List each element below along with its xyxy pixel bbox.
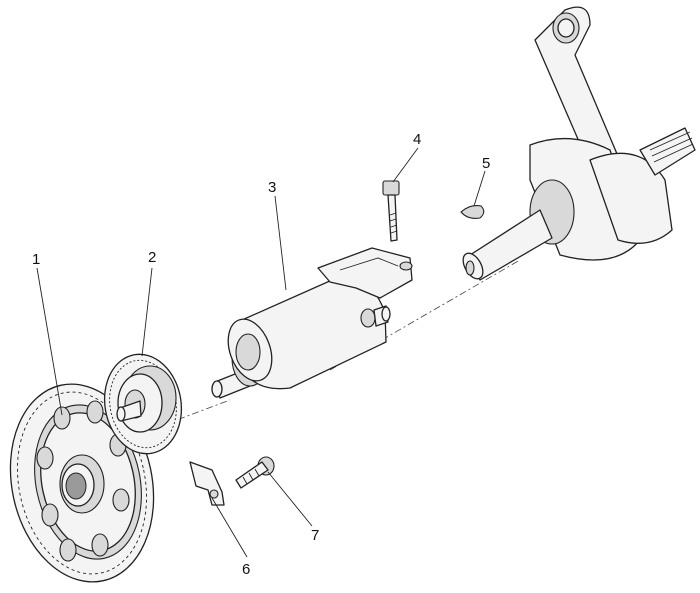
leader-6 [211, 497, 248, 558]
leader-1 [36, 267, 63, 416]
bracket[interactable] [189, 461, 225, 506]
callout-4: 4 [413, 131, 421, 148]
woodruff-key[interactable] [460, 205, 485, 219]
callout-3: 3 [268, 179, 276, 196]
starter-motor[interactable] [211, 247, 413, 399]
callout-1: 1 [32, 251, 40, 268]
callout-5: 5 [482, 155, 490, 172]
callout-2: 2 [148, 249, 156, 266]
leader-2 [141, 267, 153, 357]
leader-4 [392, 147, 419, 183]
crankshaft[interactable] [459, 6, 696, 282]
callout-6: 6 [242, 561, 250, 578]
bolt-7[interactable] [235, 456, 275, 489]
leader-7 [267, 471, 313, 527]
leader-5 [473, 170, 486, 207]
screw-4[interactable] [382, 180, 400, 242]
idler-gear[interactable] [97, 348, 189, 460]
callout-7: 7 [311, 527, 319, 544]
leader-3 [274, 195, 287, 291]
